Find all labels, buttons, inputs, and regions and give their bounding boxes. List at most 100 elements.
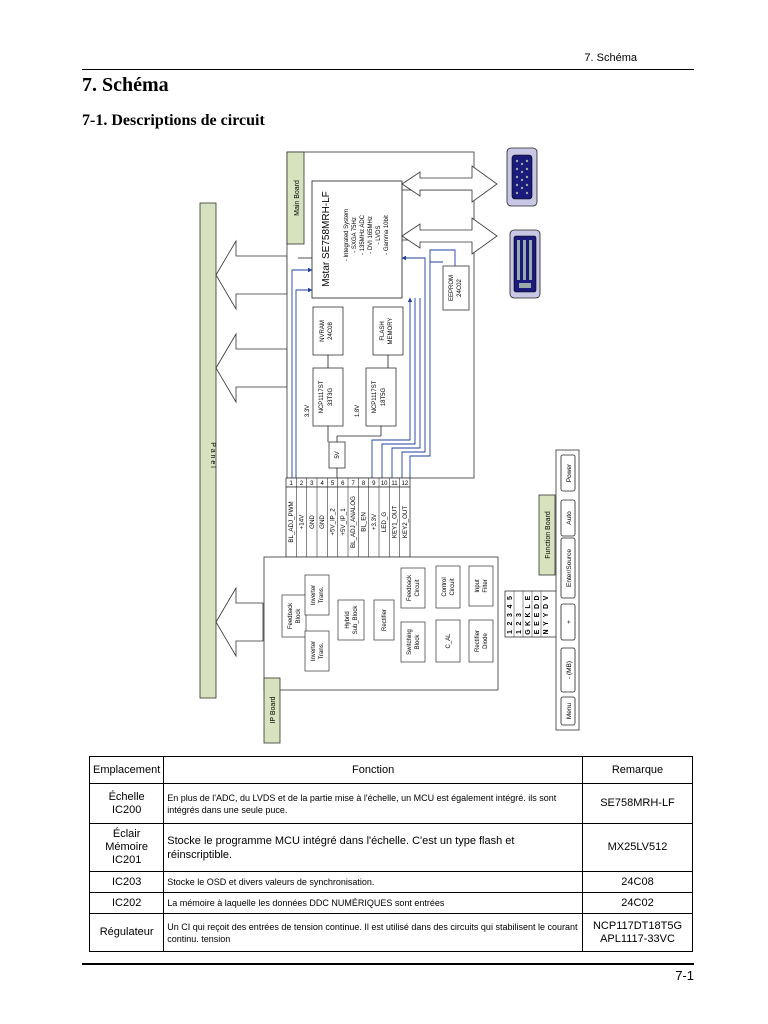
ip-block-label: Switching	[407, 629, 413, 655]
bottom-rule	[82, 963, 694, 965]
connector-cell: 1	[516, 630, 523, 634]
ip-block-label: Feedback	[288, 602, 294, 629]
chip-feature: - Gamma 10bit	[384, 215, 390, 255]
remark-cell: 24C08	[582, 871, 693, 893]
connector-cell: 2	[516, 621, 523, 625]
nvram-label: NVRAM	[320, 320, 326, 342]
chip-feature: - LVDS	[376, 226, 382, 245]
function-button	[560, 696, 576, 726]
section-header: 7. Schéma	[584, 52, 637, 64]
ip-block-switching	[400, 621, 426, 663]
ip-block-inverter1	[304, 574, 330, 616]
voltage-3v3: 3.3V	[305, 405, 311, 417]
function-button-label: - (MB)	[566, 661, 573, 679]
connector-cell: E	[534, 629, 541, 634]
section-subtitle: 7-1. Descriptions de circuit	[82, 112, 265, 129]
ip-block-label: Input	[475, 579, 481, 593]
function-board-label: Function Board	[545, 511, 552, 559]
connector-cell: Y	[543, 612, 550, 617]
function-cell: Stocke le programme MCU intégré dans l'é…	[163, 823, 583, 872]
ip-board-tab	[263, 677, 281, 744]
svg-text:- DVI 165MHz: - DVI 165MHz	[368, 216, 374, 254]
connector-cell: N	[543, 629, 550, 634]
svg-text:- 135MHz ADC: - 135MHz ADC	[360, 214, 366, 255]
svg-text:MEMORY: MEMORY	[388, 318, 394, 345]
connector-cell: D	[534, 595, 541, 600]
pin-label: +5V_IP_2	[330, 508, 337, 536]
main-board-tab	[286, 151, 305, 245]
nvram-block	[312, 306, 344, 356]
regulator-3v3	[312, 367, 344, 427]
chip-name: Mstar SE758MRH-LF	[321, 191, 332, 287]
pin-label: +5V_IP_1	[340, 508, 347, 536]
ip-block-rectifier1	[373, 599, 395, 641]
ip-block-label: Block	[415, 634, 421, 650]
pin-number: 2	[300, 481, 304, 487]
pin-label: LED_G	[381, 512, 388, 532]
pin-number: 7	[351, 481, 355, 487]
function-button-label: +	[566, 620, 573, 624]
svg-text:NVRAM: NVRAM	[320, 320, 326, 342]
ip-block-label: Circuit	[415, 579, 421, 596]
regulator-1v8	[365, 367, 397, 427]
col-header-location: Emplacement	[88, 756, 165, 784]
connector-cell: 3	[516, 613, 523, 617]
function-cell: Stocke le OSD et divers valeurs de synch…	[163, 871, 583, 893]
svg-text:- SXGA 75Hz: - SXGA 75Hz	[352, 217, 358, 253]
svg-text:EEPROM: EEPROM	[449, 275, 455, 301]
ip-board-label: IP Board	[270, 696, 277, 723]
pin-number: 10	[381, 481, 388, 487]
dsub-input-arrow	[401, 165, 498, 203]
svg-text:33T3G: 33T3G	[328, 387, 334, 406]
dsub-connector-icon	[506, 147, 538, 207]
pin-number: 9	[372, 481, 376, 487]
flash-label: FLASH	[380, 321, 386, 340]
col-header-remark: Remarque	[582, 756, 693, 784]
regulator-part: NCP1117ST	[372, 380, 378, 413]
connector-cell: D	[543, 604, 550, 609]
eeprom-block	[442, 265, 470, 311]
connector-cell: L	[525, 604, 532, 609]
function-button	[560, 647, 576, 693]
svg-text:24C02: 24C02	[457, 279, 463, 297]
connector-cell: E	[525, 595, 532, 600]
ip-block-cal	[435, 619, 461, 663]
panel-arrow-middle	[215, 332, 288, 404]
eeprom-part: 24C02	[457, 279, 463, 297]
table-row: IC203 Stocke le OSD et divers valeurs de…	[88, 871, 693, 893]
panel-label: P a n e l	[209, 442, 216, 468]
ip-block-label: C_AL	[446, 633, 452, 649]
main-board-label: Main Board	[294, 180, 301, 216]
connector-cell: 5	[507, 596, 514, 600]
pin-label: BL_ADJ_PWM	[288, 501, 295, 542]
remark-cell: SE758MRH-LF	[582, 783, 693, 824]
panel-arrow-top	[215, 239, 288, 311]
connector-cell: V	[543, 595, 550, 600]
svg-text:NCP1117ST: NCP1117ST	[372, 380, 378, 413]
ip-block-label: Inverter	[311, 641, 317, 661]
ip-block-inverter2	[304, 630, 330, 672]
ip-block-input-filter	[468, 565, 494, 607]
function-button	[560, 499, 576, 537]
function-button-label: Menu	[566, 702, 573, 719]
connector-cell: E	[534, 621, 541, 626]
ip-block-label: Sub_Block	[353, 605, 359, 635]
ip-block-feedback-circuit	[400, 567, 426, 609]
chip-feature: - DVI 165MHz	[368, 216, 374, 254]
regulator-part-2: 33T3G	[328, 387, 334, 406]
scaler-chip	[311, 180, 403, 299]
ip-block-label: Diode	[483, 633, 489, 649]
ip-block-control	[435, 565, 461, 609]
svg-text:- Integrated System: - Integrated System	[344, 209, 350, 261]
ip-block-label: Feedback	[407, 574, 413, 601]
function-button	[560, 537, 576, 599]
pin-number: 8	[362, 481, 366, 487]
dvi-connector-icon	[509, 229, 541, 299]
chip-feature: - Integrated System	[344, 209, 350, 261]
